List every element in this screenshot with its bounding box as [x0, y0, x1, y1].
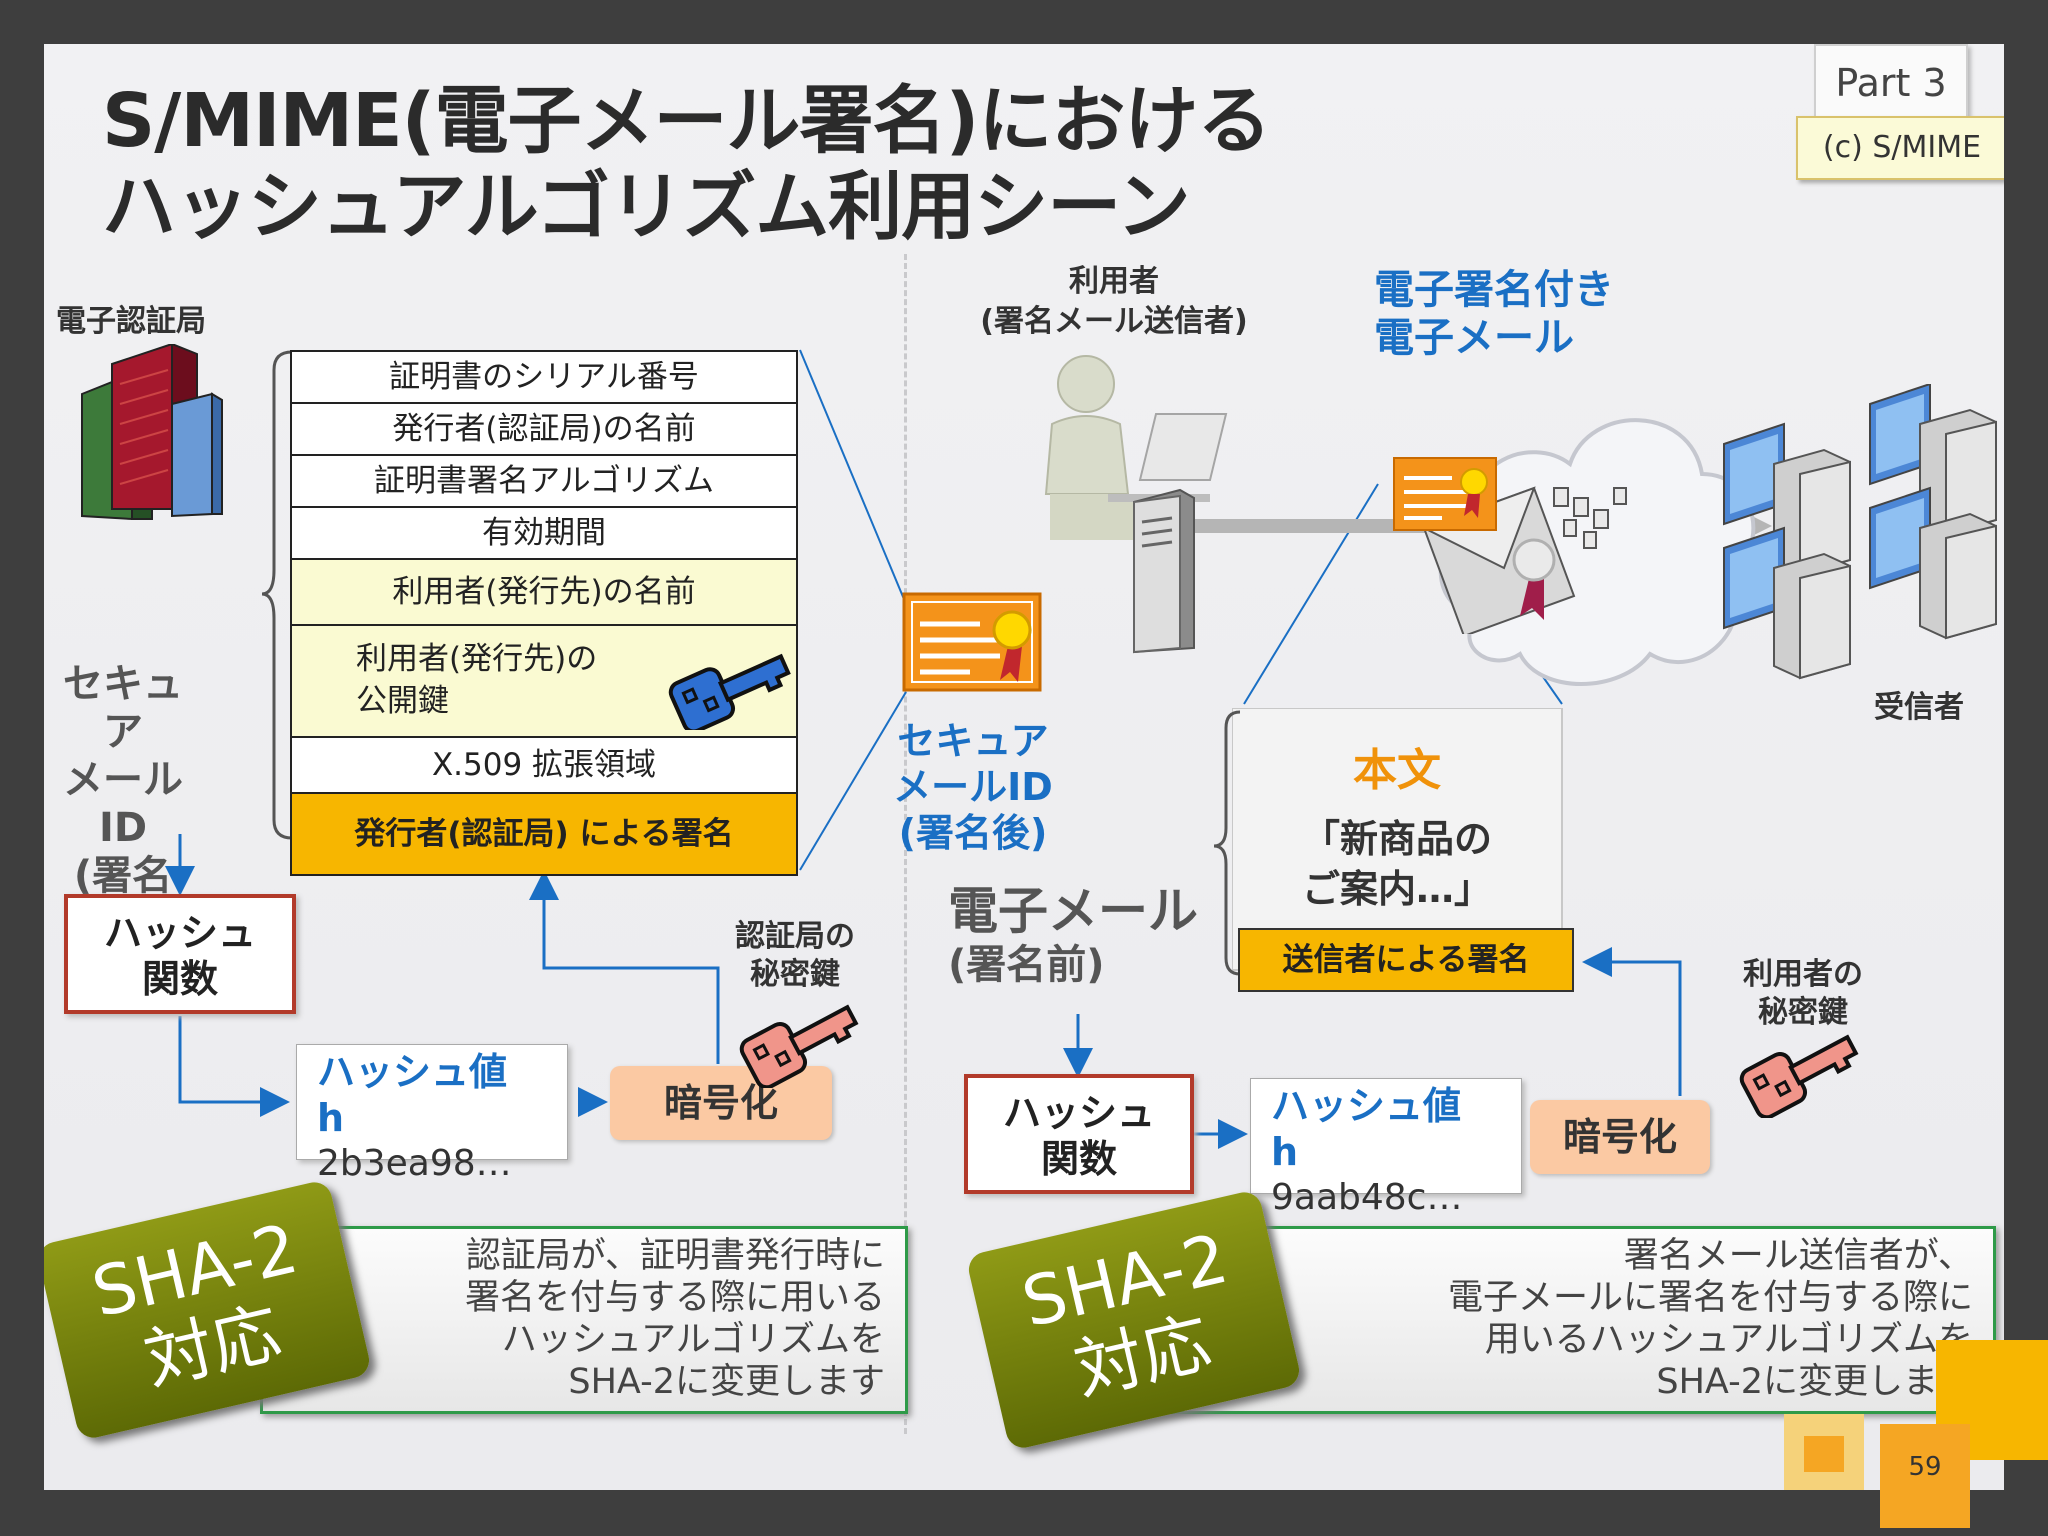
hash-function-right-line-2: 関数 — [1040, 1137, 1117, 1181]
description-left-line-2: 署名を付与する際に用いる — [464, 1278, 885, 1318]
description-right-line-3: 用いるハッシュアルゴリズムを — [1484, 1320, 1973, 1360]
receiver-computers-icon — [1723, 384, 1997, 679]
cert-extensions: X.509 拡張領域 — [290, 736, 798, 794]
email-before-label: 電子メール (署名前) — [948, 884, 1198, 992]
cert-public-key-label-1: 利用者(発行先)の — [356, 641, 598, 677]
cert-issuer-name: 発行者(認証局)の名前 — [290, 402, 798, 456]
signed-certificate-icon — [1393, 457, 1497, 531]
user-sender-label: 利用者 (署名メール送信者) — [944, 262, 1284, 342]
slide-title: S/MIME(電子メール署名)における ハッシュアルゴリズム利用シーン — [102, 78, 1271, 250]
page-number-box — [1880, 1424, 1970, 1528]
hash-value-box-right: ハッシュ値 h 9aab48c… — [1250, 1078, 1522, 1218]
email-body-text: 「新商品の ご案内…」 — [1232, 814, 1562, 914]
description-right-line-4: SHA-2に変更します — [1656, 1362, 1973, 1402]
pc-icon — [1723, 422, 1851, 576]
hash-function-box-right: ハッシュ 関数 — [964, 1074, 1194, 1194]
secure-id-after-line-1: セキュア — [897, 719, 1049, 763]
receiver-label: 受信者 — [1874, 690, 1964, 725]
cert-bracket — [261, 350, 293, 840]
public-key-icon — [668, 653, 791, 730]
secure-id-after-line-2: メールID — [893, 765, 1053, 809]
user-label-line-2: (署名メール送信者) — [980, 304, 1248, 339]
section-badge: (c) S/MIME — [1796, 116, 2004, 180]
ca-private-key-label: 認証局の 秘密鍵 — [730, 918, 860, 994]
signed-email-label: 電子署名付き 電子メール — [1374, 266, 1614, 362]
description-right-line-2: 電子メールに署名を付与する際に — [1447, 1278, 1973, 1318]
center-divider — [904, 254, 907, 1434]
ca-private-key-line-2: 秘密鍵 — [750, 957, 840, 992]
email-body-line-1: 「新商品の — [1301, 817, 1492, 861]
secure-id-before-line-1: セキュア — [63, 661, 183, 755]
building-icon — [81, 344, 223, 521]
cert-serial-number: 証明書のシリアル番号 — [290, 350, 798, 404]
secure-id-before-line-2: メールID — [63, 757, 183, 851]
certificate-icon — [902, 592, 1042, 692]
title-line-1: S/MIME(電子メール署名)における — [102, 78, 1271, 164]
email-before-line-2: (署名前) — [948, 942, 1105, 988]
hash-value-box-left: ハッシュ値 h 2b3ea98… — [296, 1044, 568, 1184]
hash-value-left-title: ハッシュ値 h — [317, 1050, 508, 1140]
email-bracket — [1213, 710, 1241, 976]
email-body-line-2: ご案内…」 — [1301, 867, 1492, 911]
description-left-line-4: SHA-2に変更します — [568, 1362, 885, 1402]
ca-private-key-icon — [739, 1004, 859, 1088]
email-before-line-1: 電子メール — [948, 882, 1198, 940]
hash-function-box-left: ハッシュ 関数 — [64, 894, 296, 1014]
signed-email-line-2: 電子メール — [1374, 315, 1574, 361]
description-left-line-1: 認証局が、証明書発行時に — [465, 1236, 885, 1276]
description-left-line-3: ハッシュアルゴリズムを — [501, 1320, 885, 1360]
email-body-title: 本文 — [1353, 745, 1441, 796]
user-laptop-icon — [1044, 355, 1228, 540]
part-badge: Part 3 — [1814, 44, 1968, 122]
encrypt-box-left: 暗号化 — [610, 1066, 832, 1140]
user-private-key-line-2: 秘密鍵 — [1758, 995, 1848, 1030]
server-icon — [1133, 488, 1195, 654]
hash-value-right: 9aab48c… — [1271, 1177, 1463, 1218]
cert-subject-name: 利用者(発行先)の名前 — [290, 558, 798, 626]
title-line-2: ハッシュアルゴリズム利用シーン — [102, 164, 1191, 250]
user-private-key-line-1: 利用者の — [1743, 957, 1863, 992]
hash-function-left-line-1: ハッシュ — [103, 911, 256, 955]
hash-function-left-line-2: 関数 — [141, 957, 218, 1001]
user-private-key-label: 利用者の 秘密鍵 — [1728, 956, 1878, 1032]
cert-signature-algorithm: 証明書署名アルゴリズム — [290, 454, 798, 508]
cert-public-key-label-2: 公開鍵 — [356, 683, 449, 719]
cert-validity: 有効期間 — [290, 506, 798, 560]
page-number: 59 — [1908, 1452, 1942, 1482]
secure-id-after-line-3: (署名後) — [898, 811, 1048, 855]
hash-function-right-line-1: ハッシュ — [1002, 1091, 1155, 1135]
hash-value-right-title: ハッシュ値 h — [1271, 1084, 1462, 1174]
cert-issuer-signature: 発行者(認証局) による署名 — [290, 792, 798, 876]
ca-label: 電子認証局 — [56, 304, 206, 339]
sender-signature-box: 送信者による署名 — [1238, 928, 1574, 992]
secure-mail-id-after: セキュア メールID (署名後) — [888, 718, 1058, 856]
decor-square-2 — [1804, 1436, 1844, 1472]
user-private-key-icon — [1739, 1034, 1859, 1118]
signed-email-line-1: 電子署名付き — [1374, 267, 1614, 313]
slide: S/MIME(電子メール署名)における ハッシュアルゴリズム利用シーン Part… — [44, 44, 2004, 1490]
ca-private-key-line-1: 認証局の — [735, 919, 855, 954]
encrypt-box-right: 暗号化 — [1530, 1100, 1710, 1174]
description-left: 認証局が、証明書発行時に 署名を付与する際に用いる ハッシュアルゴリズムを SH… — [260, 1226, 908, 1414]
user-label-line-1: 利用者 — [1069, 264, 1159, 299]
description-right-line-1: 署名メール送信者が、 — [1623, 1236, 1973, 1276]
hash-value-left: 2b3ea98… — [317, 1143, 512, 1184]
